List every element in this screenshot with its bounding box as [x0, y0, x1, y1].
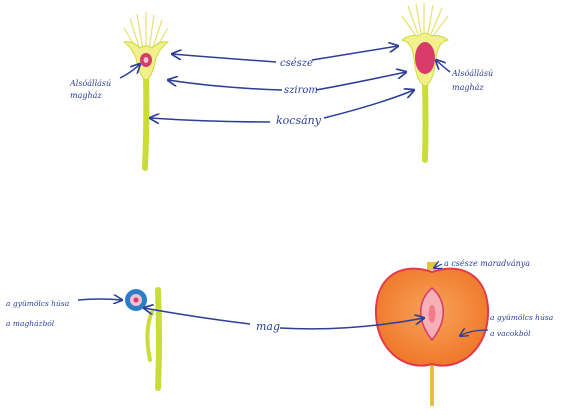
young-fruit — [125, 289, 159, 388]
label-ovary-right-1: Alsóállású — [451, 69, 493, 78]
label-petal: szirom — [284, 85, 318, 96]
label-ovary-left-2: magház — [70, 91, 102, 100]
apple-seed — [429, 305, 436, 323]
flower-right — [402, 3, 448, 160]
label-ovary-right-2: magház — [452, 83, 484, 92]
label-stamen: csésze — [280, 58, 313, 69]
label-calyx-remnant: a csésze maradványa — [444, 259, 530, 268]
stamens-right — [402, 3, 448, 36]
bottom-left-pointers — [78, 299, 122, 300]
label-ovary-left-1: Alsóállású — [69, 79, 111, 88]
stem-right — [425, 84, 426, 160]
label-left-note-1: a gyümölcs húsa — [6, 299, 69, 308]
label-right-note-1: a gyümölcs húsa — [490, 313, 553, 322]
label-left-note-2: a magházból — [6, 319, 55, 328]
label-stem: kocsány — [276, 114, 322, 127]
calyx-remnant — [427, 262, 437, 270]
label-right-note-2: a vacokból — [490, 329, 531, 338]
stem-left — [145, 78, 146, 168]
label-seed: mag — [256, 320, 280, 333]
ovary-right — [415, 42, 435, 74]
apple-cross-section — [376, 262, 488, 406]
young-fruit-stem — [158, 290, 159, 388]
flower-left — [124, 12, 168, 168]
